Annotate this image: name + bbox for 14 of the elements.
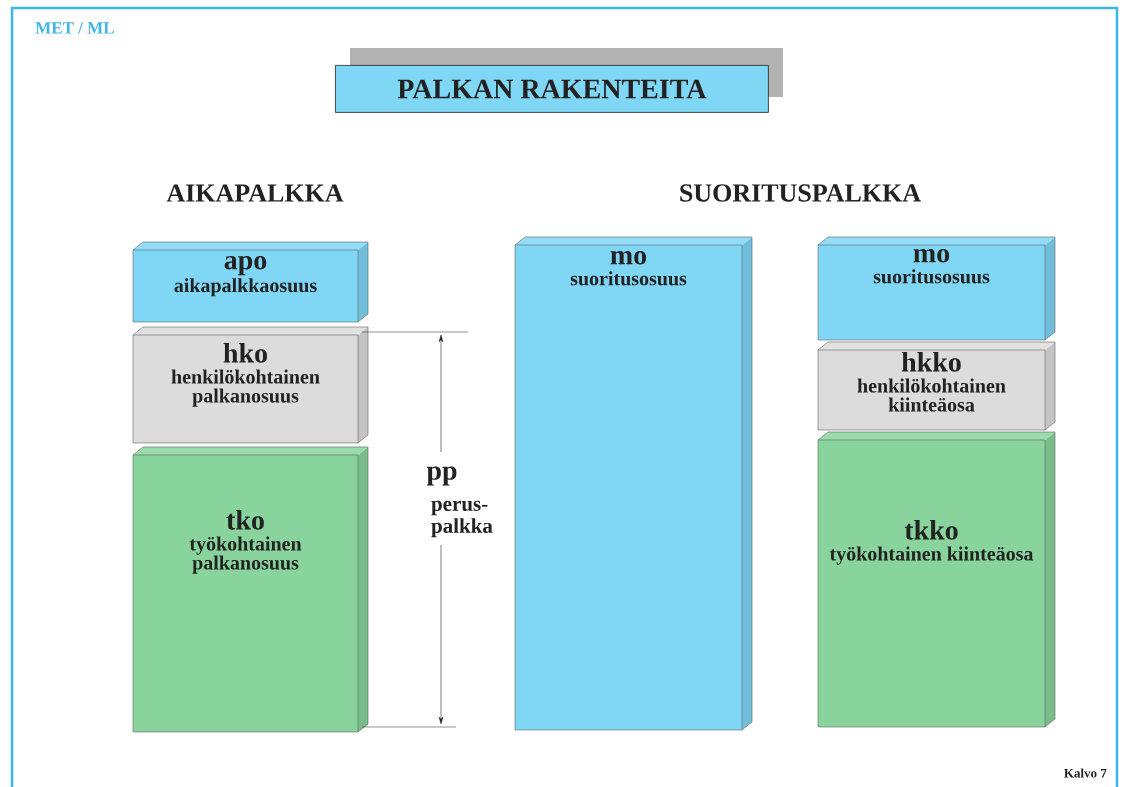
section-heading: SUORITUSPALKKA [680, 184, 921, 202]
bar-block: tkko työkohtainen kiinteäosa [817, 431, 1056, 728]
bar-block: hkko henkilökohtainen kiinteäosa [817, 341, 1056, 431]
title-banner: PALKAN RAKENTEITA [335, 48, 783, 113]
bar-block: tko työkohtainen palkanosuus [132, 446, 369, 733]
bar-block: mo suoritusosuus [514, 236, 753, 731]
bar-block: apo aikapalkkaosuus [132, 241, 369, 323]
bar-block: mo suoritusosuus [817, 236, 1056, 341]
dimension-label: perus-palkka [431, 500, 493, 538]
slide-number: Kalvo 7 [1064, 768, 1107, 778]
bar-block: hko henkilökohtainen palkanosuus [132, 326, 369, 444]
dimension-label: pp [426, 466, 457, 486]
section-heading: AIKAPALKKA [166, 184, 344, 202]
corner-label: MET / ML [35, 22, 114, 34]
